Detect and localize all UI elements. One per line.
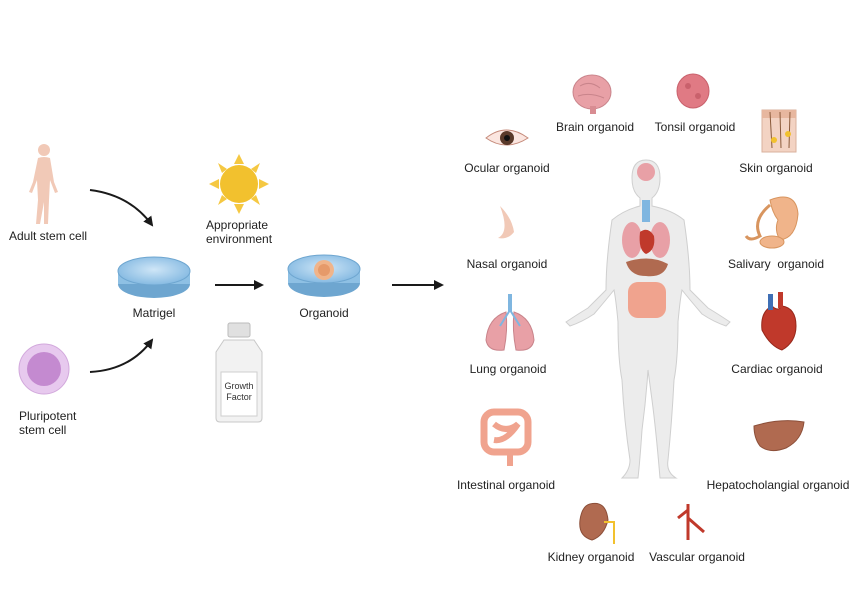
- lungs-icon: [485, 294, 535, 351]
- label-cardiac-organoid: Cardiac organoid: [731, 362, 823, 376]
- liver-icon: [753, 420, 805, 452]
- label-intestinal-organoid: Intestinal organoid: [456, 478, 556, 492]
- brain-icon: [572, 74, 612, 114]
- label-salivary-organoid: Salivary organoid: [727, 257, 825, 271]
- heart-icon: [761, 292, 797, 351]
- matrigel-dish-icon: [117, 256, 191, 298]
- adult-human-icon: [29, 144, 58, 224]
- label-nasal-organoid: Nasal organoid: [466, 257, 548, 271]
- vessel-icon: [677, 504, 705, 540]
- label-ocular-organoid: Ocular organoid: [464, 161, 550, 175]
- label-brain-organoid: Brain organoid: [555, 120, 635, 134]
- growth-factor-line-2: Factor: [226, 392, 252, 402]
- human-body-icon: [565, 159, 731, 479]
- label-appropriate-environment: Appropriate environment: [206, 218, 273, 246]
- arrow-stem-to-matrigel: [89, 338, 154, 373]
- sun-icon: [209, 154, 269, 214]
- label-organoid: Organoid: [299, 306, 349, 320]
- organoid-dish-icon: [287, 254, 361, 297]
- arrow-adult-to-matrigel: [89, 189, 154, 227]
- salivary-gland-icon: [744, 196, 799, 249]
- skin-icon: [761, 109, 797, 153]
- nose-icon: [498, 206, 514, 239]
- label-hepatocholangial-organoid: Hepatocholangial organoid: [706, 478, 850, 492]
- label-vascular-organoid: Vascular organoid: [649, 550, 745, 564]
- label-tonsil-organoid: Tonsil organoid: [654, 120, 736, 134]
- growth-factor-bottle-icon: Growth Factor: [215, 322, 263, 423]
- stem-cell-icon: [18, 343, 70, 395]
- label-adult-stem-cell: Adult stem cell: [9, 229, 88, 243]
- label-skin-organoid: Skin organoid: [739, 161, 813, 175]
- label-kidney-organoid: Kidney organoid: [547, 550, 635, 564]
- eye-icon: [485, 129, 529, 146]
- label-matrigel: Matrigel: [132, 306, 176, 320]
- growth-factor-line-1: Growth: [224, 381, 253, 391]
- label-pluripotent-stem-cell: Pluripotent stem cell: [19, 409, 77, 437]
- intestine-icon: [480, 408, 532, 466]
- tonsil-icon: [676, 73, 710, 109]
- kidney-icon: [579, 502, 615, 544]
- label-lung-organoid: Lung organoid: [469, 362, 547, 376]
